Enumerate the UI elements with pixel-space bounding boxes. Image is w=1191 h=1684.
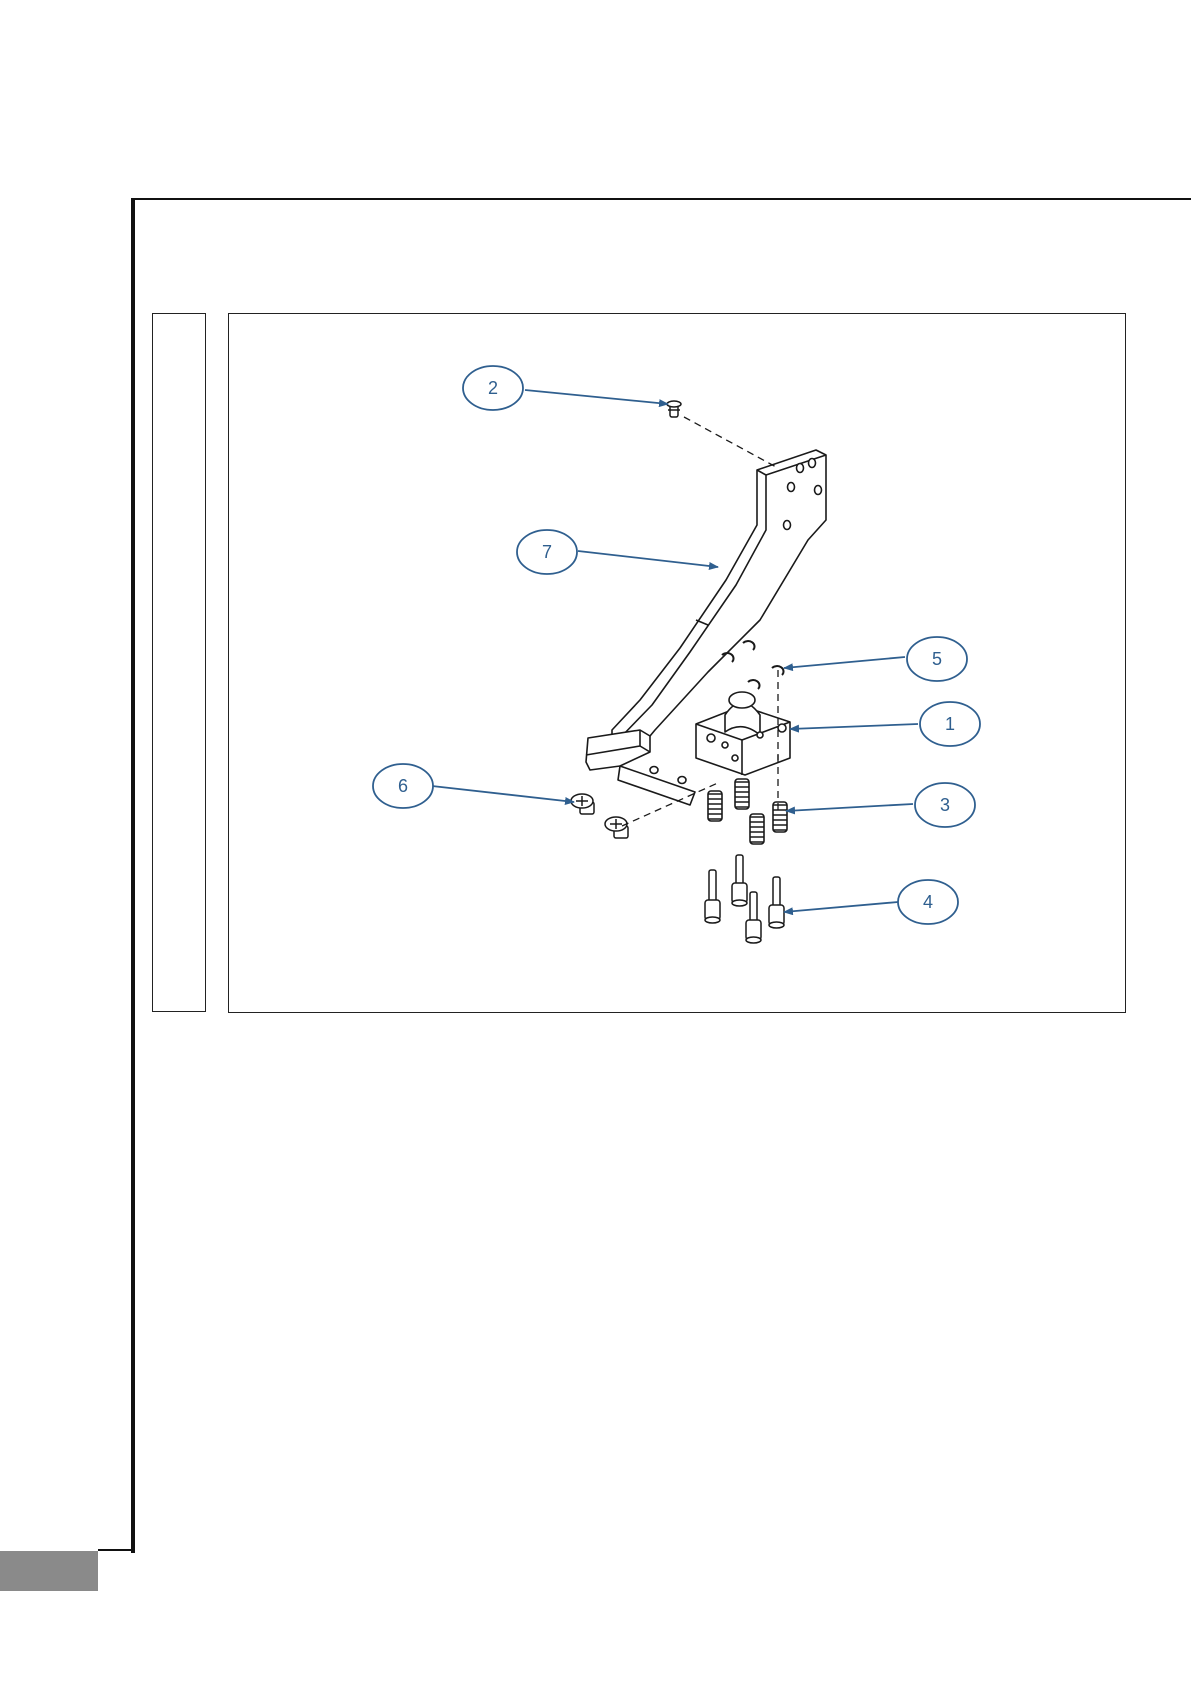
- callout-5: 5: [907, 637, 967, 681]
- callout-leaders: [432, 390, 918, 912]
- callout-3: 3: [915, 783, 975, 827]
- screw-6a: [571, 794, 594, 814]
- callout-3-label: 3: [940, 795, 950, 815]
- callout-2-label: 2: [488, 378, 498, 398]
- screw-6b: [605, 817, 628, 838]
- callout-6: 6: [373, 764, 433, 808]
- callout-1: 1: [920, 702, 980, 746]
- pin-1: [705, 870, 720, 923]
- callout-7-label: 7: [542, 542, 552, 562]
- screw-part-2: [667, 401, 681, 417]
- pin-4: [769, 877, 784, 928]
- spring-1: [708, 791, 722, 821]
- callout-5-label: 5: [932, 649, 942, 669]
- callout-2: 2: [463, 366, 523, 410]
- spring-2: [735, 779, 749, 809]
- pin-2: [732, 855, 747, 906]
- callout-7: 7: [517, 530, 577, 574]
- callout-1-label: 1: [945, 714, 955, 734]
- spring-3: [750, 814, 764, 844]
- callout-4-label: 4: [923, 892, 933, 912]
- pins: [705, 855, 784, 943]
- springs: [708, 779, 787, 844]
- screws-part-6: [571, 794, 628, 838]
- spring-4: [773, 802, 787, 832]
- callout-4: 4: [898, 880, 958, 924]
- pin-3: [746, 892, 761, 943]
- callout-6-label: 6: [398, 776, 408, 796]
- housing-block: [696, 692, 790, 775]
